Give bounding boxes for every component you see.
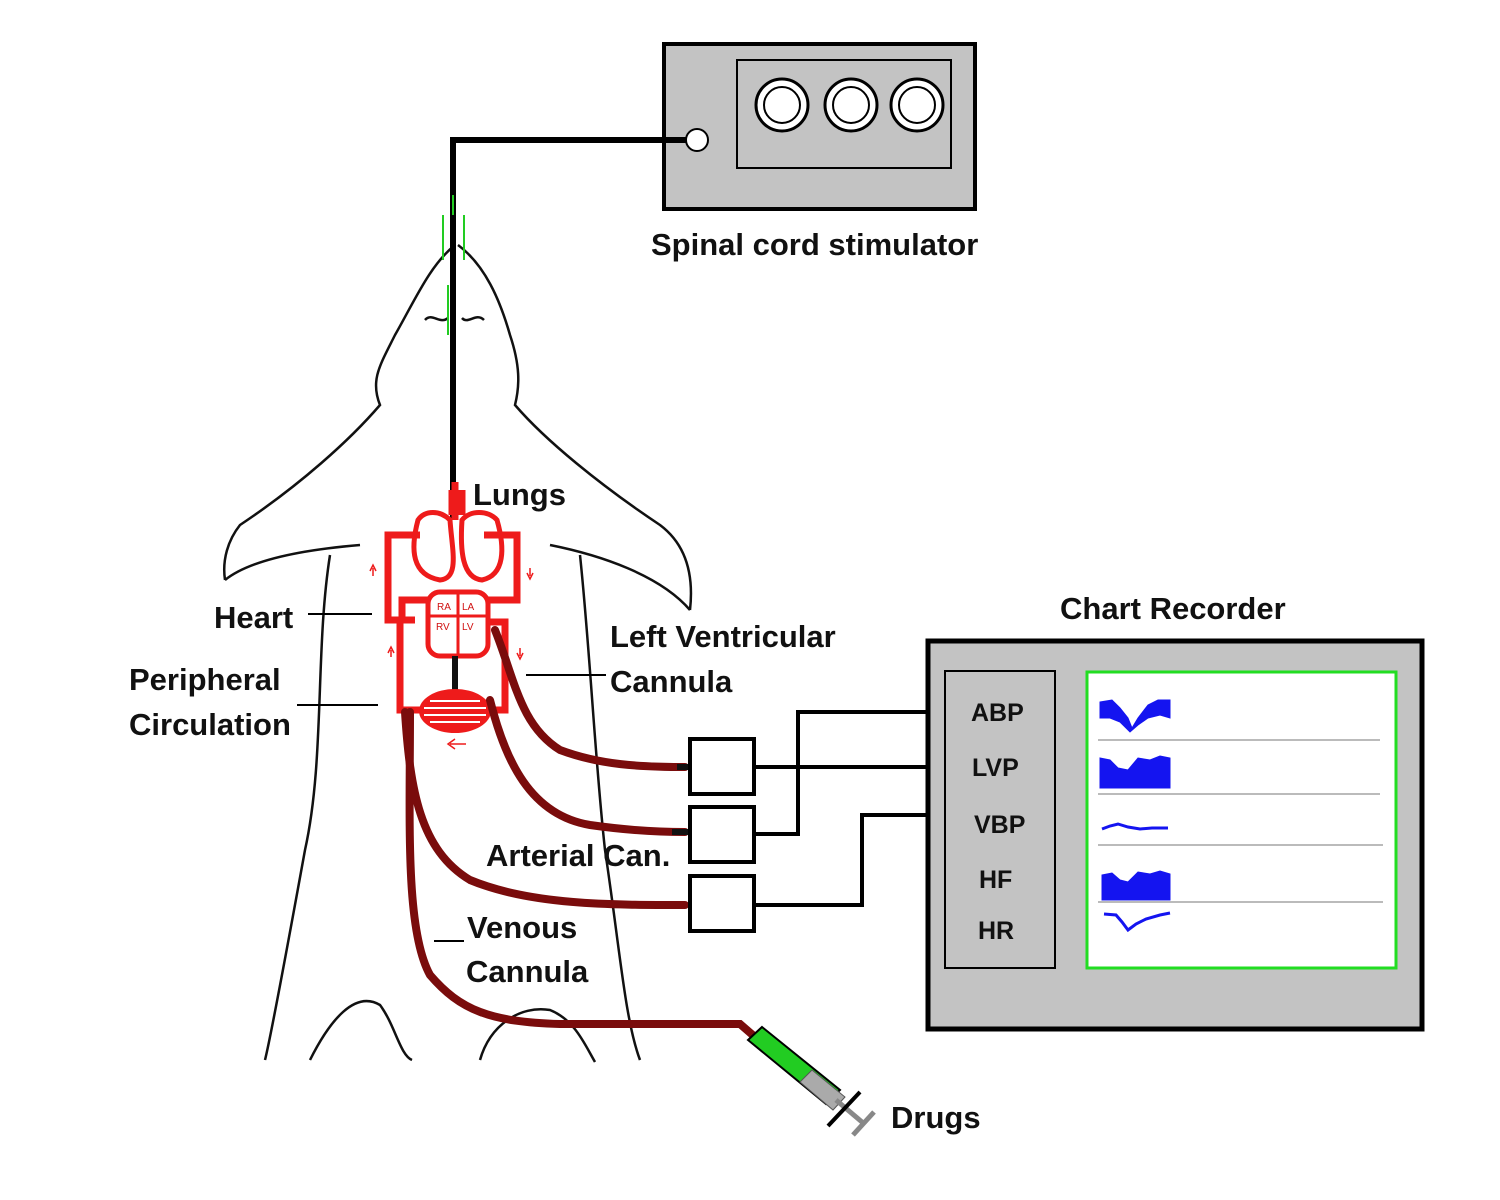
venous-cannula-label-line2: Cannula (466, 954, 589, 989)
syringe-plunger-rod (834, 1098, 864, 1124)
left-ventricular-cannula-tube (491, 626, 689, 771)
cannula-connector (672, 764, 690, 835)
spinal-cord-stimulator (662, 42, 977, 211)
heart: RA LA RV LV (425, 589, 491, 659)
transducer-arterial (688, 805, 756, 864)
syringe-flange (826, 1090, 862, 1128)
label-leader-lines (297, 613, 606, 942)
channel-traces (1099, 699, 1171, 933)
lungs (411, 510, 505, 583)
chamber-la: LA (462, 602, 475, 613)
left-ventricular-cannula-label-line2: Cannula (610, 664, 733, 699)
chart-recorder-label: Chart Recorder (1060, 591, 1286, 626)
stimulator-knob (754, 77, 810, 133)
recorder-screen (1085, 670, 1398, 970)
channel-baselines (1098, 739, 1383, 903)
peripheral-circulation-label-line2: Circulation (129, 707, 291, 742)
peripheral-vascular-bed (419, 689, 491, 733)
pressure-transducers (688, 737, 756, 933)
trace-hr (1103, 911, 1171, 933)
channel-label-lvp: LVP (972, 754, 1019, 782)
trace-lvp (1099, 755, 1171, 789)
syringe-thumb-rest (851, 1110, 876, 1137)
channel-label-panel (944, 670, 1056, 969)
channel-label-vbp: VBP (974, 811, 1025, 839)
cannula-tubing (401, 626, 774, 1054)
stimulator-knob (823, 77, 879, 133)
chart-recorder: ABP LVP VBP HF HR (925, 638, 1425, 1032)
transducer-left-ventricular (688, 737, 756, 796)
heart-label: Heart (214, 600, 293, 635)
lungs-label: Lungs (473, 477, 566, 512)
trace-abp (1099, 699, 1171, 733)
spinal-cord-stimulator-label: Spinal cord stimulator (651, 227, 978, 262)
drugs-label: Drugs (891, 1100, 981, 1135)
trace-vbp (1101, 822, 1168, 831)
stimulator-output-jack (685, 128, 709, 152)
stimulating-electrode-wire (450, 137, 686, 520)
channel-label-abp: ABP (971, 699, 1024, 727)
syringe-plunger (799, 1069, 846, 1111)
chamber-ra: RA (437, 602, 451, 613)
arterial-cannula-tube (486, 696, 689, 836)
rat-body-outline (223, 243, 693, 1063)
arterial-cannula-label: Arterial Can. (486, 838, 670, 873)
flow-direction-arrow (369, 563, 534, 750)
channel-label-hf: HF (979, 866, 1012, 894)
venous-cannula-label-line1: Venous (467, 910, 577, 945)
transducer-venous (688, 874, 756, 933)
left-ventricular-cannula-label-line1: Left Ventricular (610, 619, 836, 654)
transducer-signal-wires (754, 710, 928, 907)
chamber-rv: RV (436, 622, 450, 633)
channel-label-hr: HR (978, 917, 1014, 945)
trace-hf (1101, 870, 1171, 901)
drug-syringe (746, 1025, 876, 1137)
stimulator-knob (889, 77, 945, 133)
drug-infusion-line (405, 708, 774, 1054)
electrode-insertion-marker (442, 195, 465, 335)
chamber-lv: LV (462, 622, 474, 633)
peripheral-circulation-label-line1: Peripheral (129, 662, 281, 697)
